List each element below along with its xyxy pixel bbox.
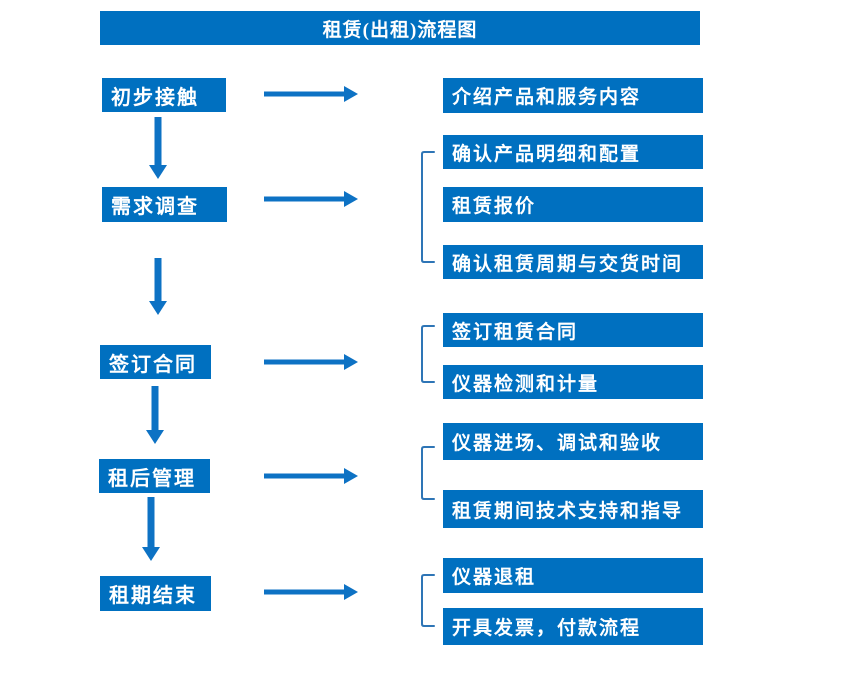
detail-instrument-return: 仪器退租 [443,558,703,593]
right-arrow-3 [264,354,358,370]
detail-sign-rental-contract: 签订租赁合同 [443,313,703,347]
stage-initial-contact: 初步接触 [102,78,226,112]
detail-rental-quote: 租赁报价 [443,187,703,222]
stage-requirement-survey: 需求调查 [102,187,227,222]
detail-intro-products-services: 介绍产品和服务内容 [443,78,703,113]
down-arrow-2 [149,258,167,315]
right-arrow-5 [264,584,358,600]
right-arrow-1 [264,86,358,102]
detail-confirm-rental-period-delivery: 确认租赁周期与交货时间 [443,245,703,279]
detail-instrument-inspection-metering: 仪器检测和计量 [443,365,703,399]
stage-lease-end: 租期结束 [100,576,211,611]
down-arrow-3 [146,386,164,444]
down-arrow-1 [149,117,167,179]
right-arrow-4 [264,468,358,484]
stage-post-rental-management: 租后管理 [99,459,210,493]
group-bracket-contract-signing [421,325,435,383]
group-bracket-post-rental [421,446,435,500]
stage-contract-signing: 签订合同 [100,345,211,379]
detail-rental-tech-support: 租赁期间技术支持和指导 [443,490,703,528]
detail-invoice-payment-process: 开具发票，付款流程 [443,608,703,645]
group-bracket-requirement-survey [421,151,435,263]
detail-confirm-product-config: 确认产品明细和配置 [443,135,703,169]
right-arrow-2 [264,191,358,207]
detail-instrument-setup-acceptance: 仪器进场、调试和验收 [443,423,703,460]
down-arrow-4 [142,497,160,561]
flowchart-title: 租赁(出租)流程图 [100,11,700,45]
group-bracket-lease-end [421,574,435,627]
